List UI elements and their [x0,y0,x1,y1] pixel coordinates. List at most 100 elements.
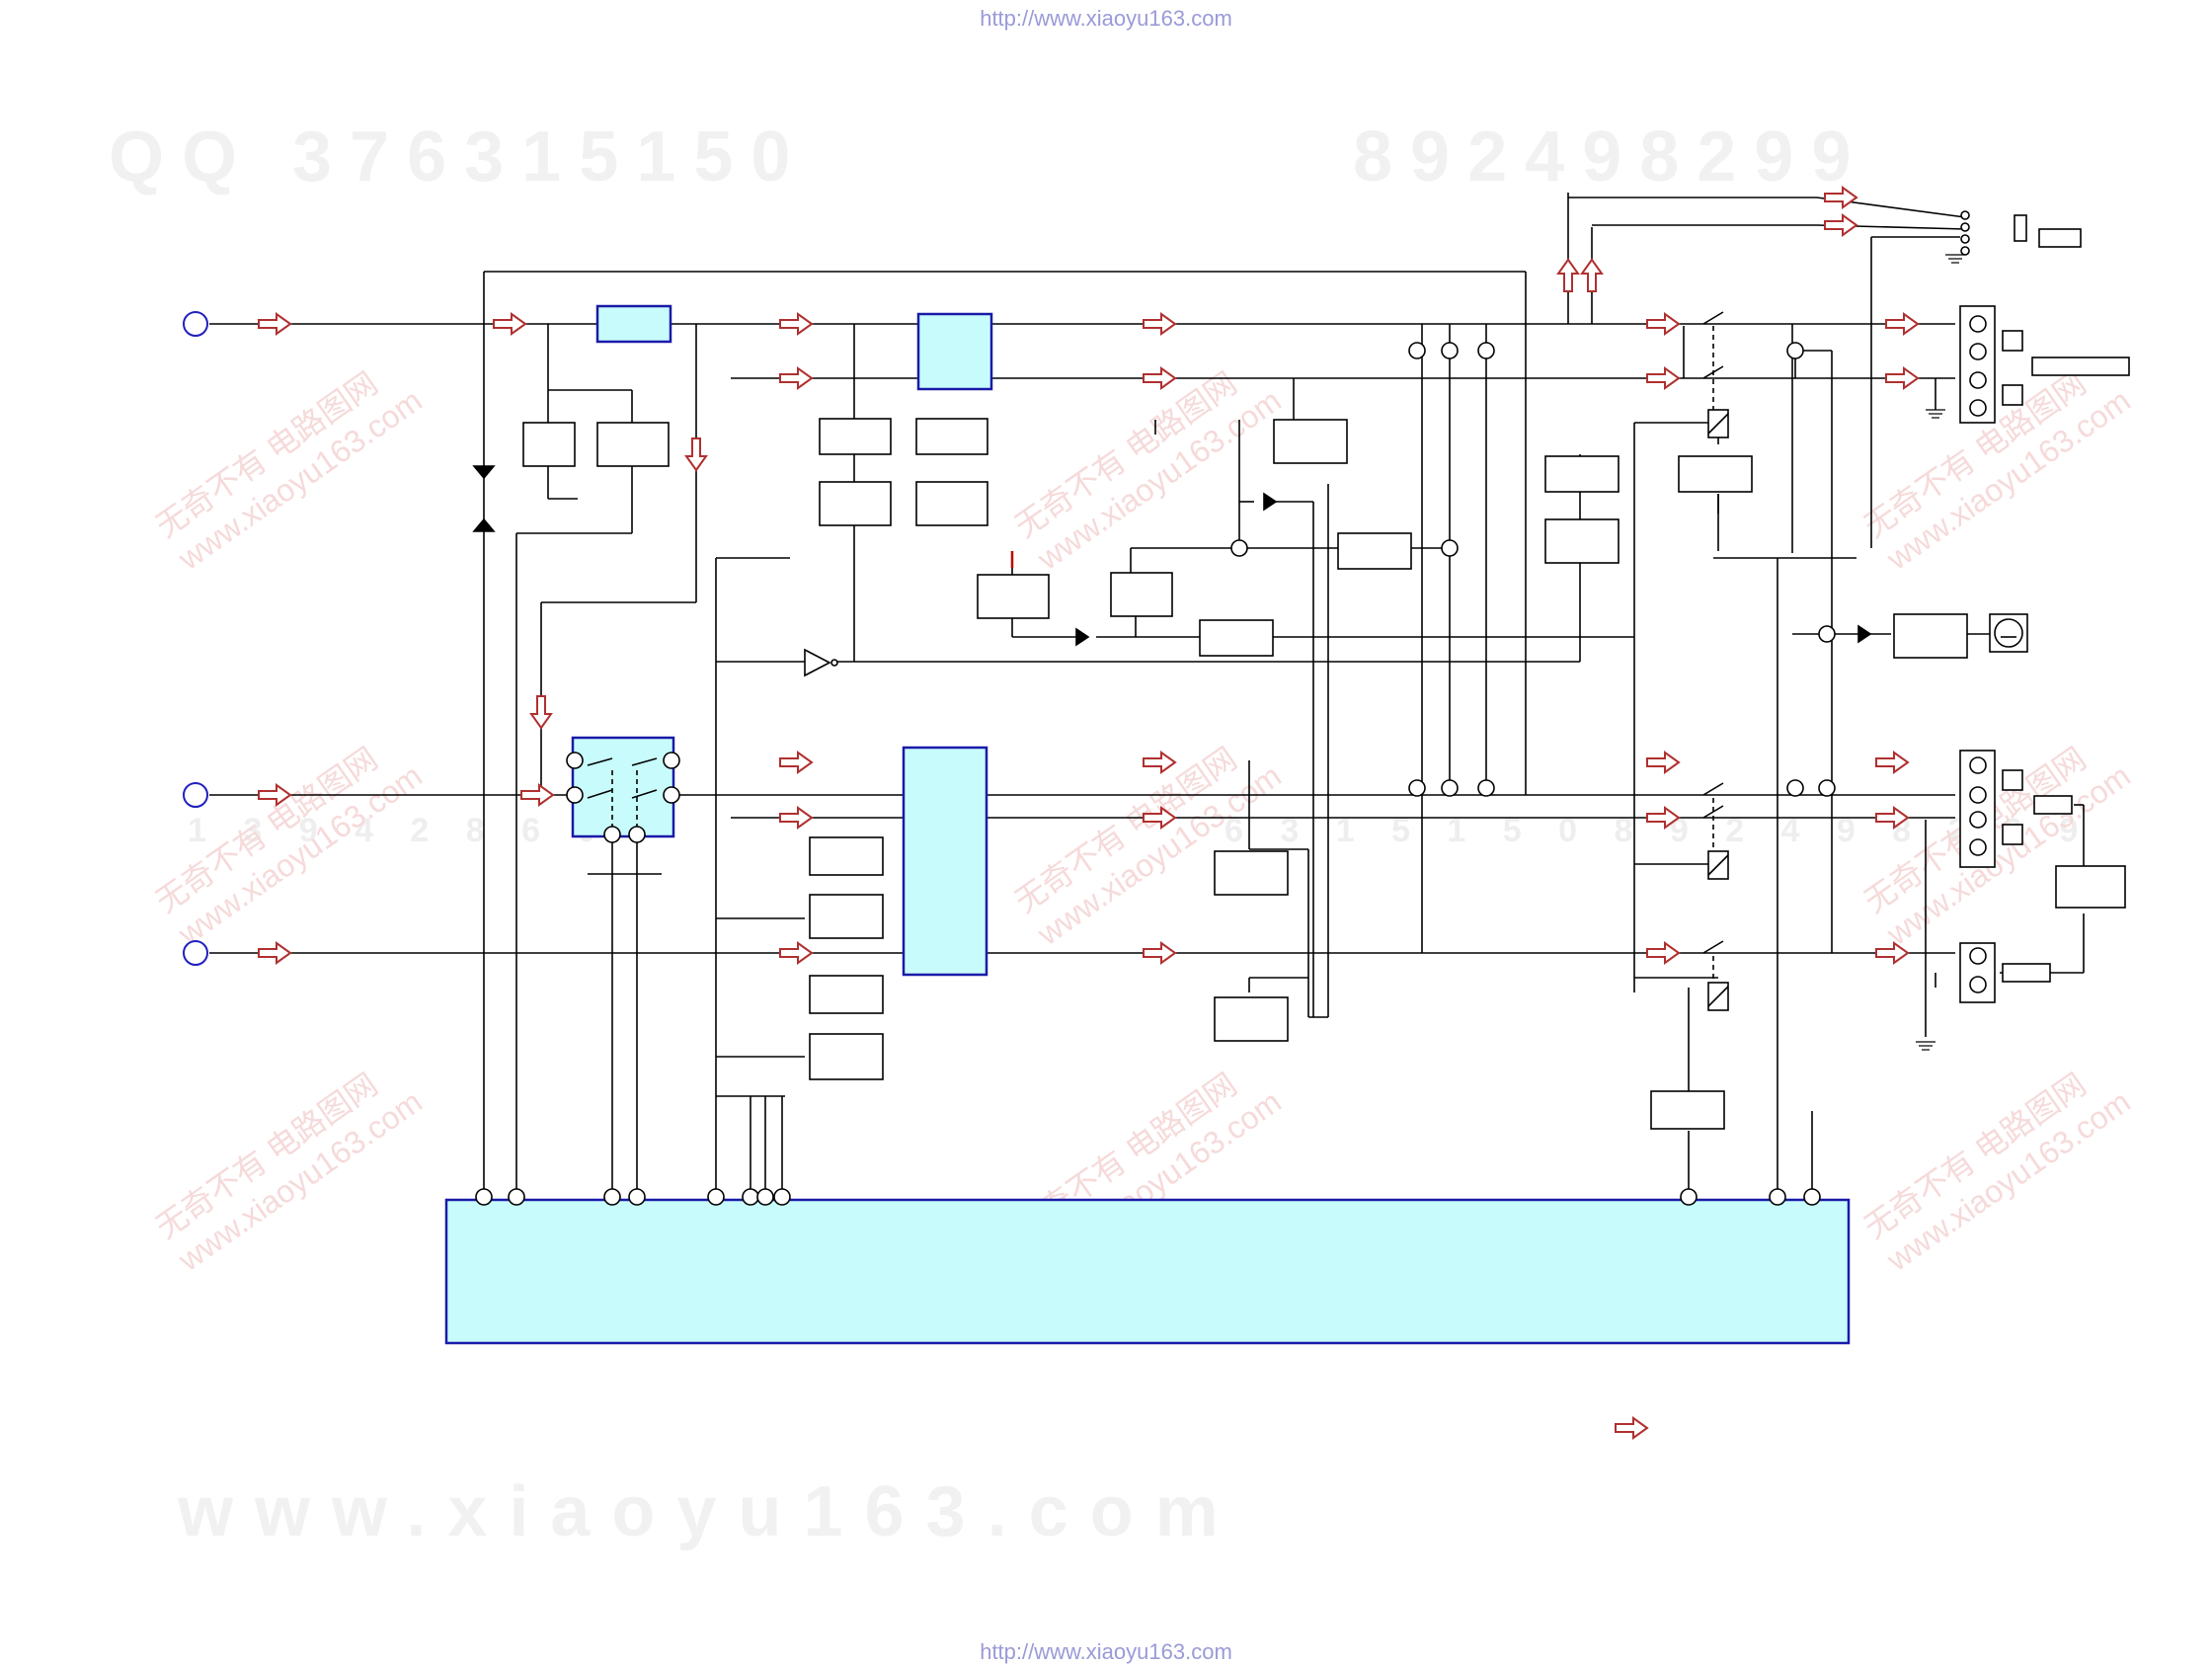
block-reg-a [522,422,576,467]
signal-flow-arrow-icon [1885,313,1919,335]
block-sub-filter [2055,865,2126,909]
ic-tone-control [902,746,988,977]
ic-volume-control [916,312,993,391]
terminal-circle-icon[interactable] [1969,315,1987,333]
block-amp-top [1273,419,1348,464]
signal-flow-arrow-icon [1875,942,1909,964]
switch-contact [631,757,658,766]
signal-flow-arrow-icon [1875,752,1909,773]
node [756,1188,774,1206]
block-eq-b [809,894,884,939]
terminal-circle-icon[interactable] [1969,371,1987,389]
node [663,752,680,769]
terminal-label-box [2002,769,2023,791]
footer-url[interactable]: http://www.xiaoyu163.com [980,1639,1232,1664]
relay-coil-mark [1707,986,1729,1007]
functional-blocks [522,418,2126,1130]
signal-flow-arrow-icon [1143,942,1176,964]
ic-input-selector [571,736,675,838]
block-sw-a [819,418,892,455]
signal-flow-arrow-icon [1885,367,1919,389]
block-hp-amp-a [1544,455,1620,493]
watermark-qq-right: 892498299 [1353,118,1869,197]
node [1680,1188,1698,1206]
relay-contact [1702,782,1724,796]
jack-circle-icon[interactable] [183,782,208,808]
node [1769,1188,1786,1206]
terminal-circle-icon[interactable] [1969,976,1987,993]
node [1786,779,1804,797]
block-relay-driver-2 [1650,1090,1725,1130]
signal-flow-arrow-icon [493,313,526,335]
terminal-label-box [2002,330,2023,352]
terminal-circle-icon[interactable] [1969,811,1987,829]
hp-jack-pin-icon [1960,222,1970,232]
node [1230,539,1248,557]
terminal-circle-icon[interactable] [1969,947,1987,965]
diode-icon [472,517,496,532]
terminal-circle-icon[interactable] [1969,756,1987,774]
terminal-circle-icon[interactable] [1969,838,1987,856]
signal-flow-arrow-icon [1875,807,1909,829]
signal-flow-arrow-icon [1143,752,1176,773]
signal-flow-arrow-icon [779,807,813,829]
diode-icon [472,465,496,480]
diode-icon [1263,492,1278,512]
signal-flow-arrow-icon [779,313,813,335]
wiring [209,193,2085,1195]
terminal-label-box [2002,963,2051,983]
signal-flow-arrow-up-icon [1557,259,1579,292]
node [628,826,646,843]
signal-flow-arrow-icon [1646,367,1680,389]
block-eq-c [809,975,884,1014]
node [1408,342,1426,359]
jack-circle-icon[interactable] [183,940,208,966]
block-buffer [1199,619,1274,657]
block-reg-b [596,422,670,467]
jack-circle-icon[interactable] [183,311,208,337]
signal-flow-arrow-icon [1646,807,1680,829]
switch-contact [587,789,613,799]
diode-icon [1075,627,1090,647]
block-amp-low [1214,996,1289,1042]
inverter-bubble-icon [830,659,838,667]
node [742,1188,759,1206]
node [628,1188,646,1206]
block-sense [1337,532,1412,570]
ic-input-buffer [595,304,672,344]
block-comparator [1110,572,1173,617]
node [475,1188,493,1206]
signal-flow-arrow-down-icon [685,437,707,471]
signal-flow-arrow-icon [258,313,291,335]
connection-nodes [475,342,1836,1206]
diode-icon [1857,624,1872,644]
ic-system-controller [444,1198,1851,1345]
block-sw-c [915,418,988,455]
lamp-icon [1994,618,2023,648]
signal-flow-arrow-icon [1143,367,1176,389]
node [1803,1188,1821,1206]
terminal-label-box [2002,384,2023,406]
block-sw-d [915,481,988,526]
terminal-circle-icon[interactable] [1969,786,1987,804]
signal-flow-arrow-icon [1824,214,1857,236]
watermark-qq-left: QQ 376315150 [109,118,809,197]
signal-flow-arrow-icon [1615,1417,1648,1439]
switch-contact [631,789,658,799]
terminal-circle-icon[interactable] [1969,399,1987,417]
header-url[interactable]: http://www.xiaoyu163.com [980,6,1232,31]
signal-flow-arrow-icon [1143,313,1176,335]
block-sw-b [819,481,892,526]
integrated-circuits [444,304,1851,1345]
hp-jack-pin-icon [1960,210,1970,220]
signal-flow-arrow-icon [1646,942,1680,964]
relay-coil-mark [1707,413,1729,435]
terminal-circle-icon[interactable] [1969,343,1987,360]
signal-flow-arrow-icon [779,752,813,773]
node [1477,779,1495,797]
signal-flow-arrow-icon [1143,807,1176,829]
node [1441,779,1459,797]
relay-contact [1702,940,1724,954]
terminal-label-box [2033,795,2073,815]
